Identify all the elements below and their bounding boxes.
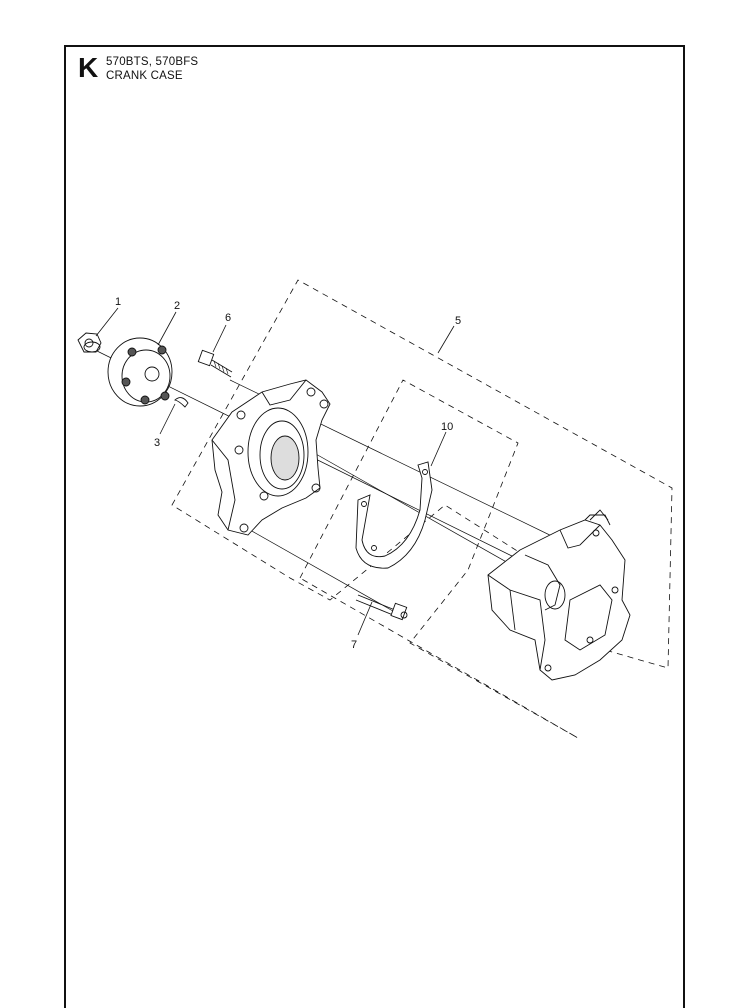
callout-7: 7 [351,639,357,651]
flange-nut [77,332,102,353]
callout-10: 10 [441,421,453,433]
callout-3: 3 [154,437,160,449]
callout-6: 6 [225,312,231,324]
group-outline-5 [171,279,673,669]
model-names: 570BTS, 570BFS [106,56,199,68]
crank-case-half-front [211,379,331,536]
callout-2: 2 [174,300,180,312]
leader-lines [95,307,455,636]
screw-long [355,594,408,621]
callout-1: 1 [115,296,121,308]
section-title: CRANK CASE [106,70,183,82]
woodruff-key [174,397,189,408]
section-letter: K [78,52,99,83]
title-block: 570BTS, 570BFS CRANK CASE [106,55,198,83]
screw-short [197,349,233,378]
group-outline-10 [299,379,579,739]
gasket [355,461,433,569]
crank-case-half-rear [487,509,631,681]
callout-5: 5 [455,315,461,327]
page-frame [64,45,685,1008]
coupling-disc [107,337,173,407]
